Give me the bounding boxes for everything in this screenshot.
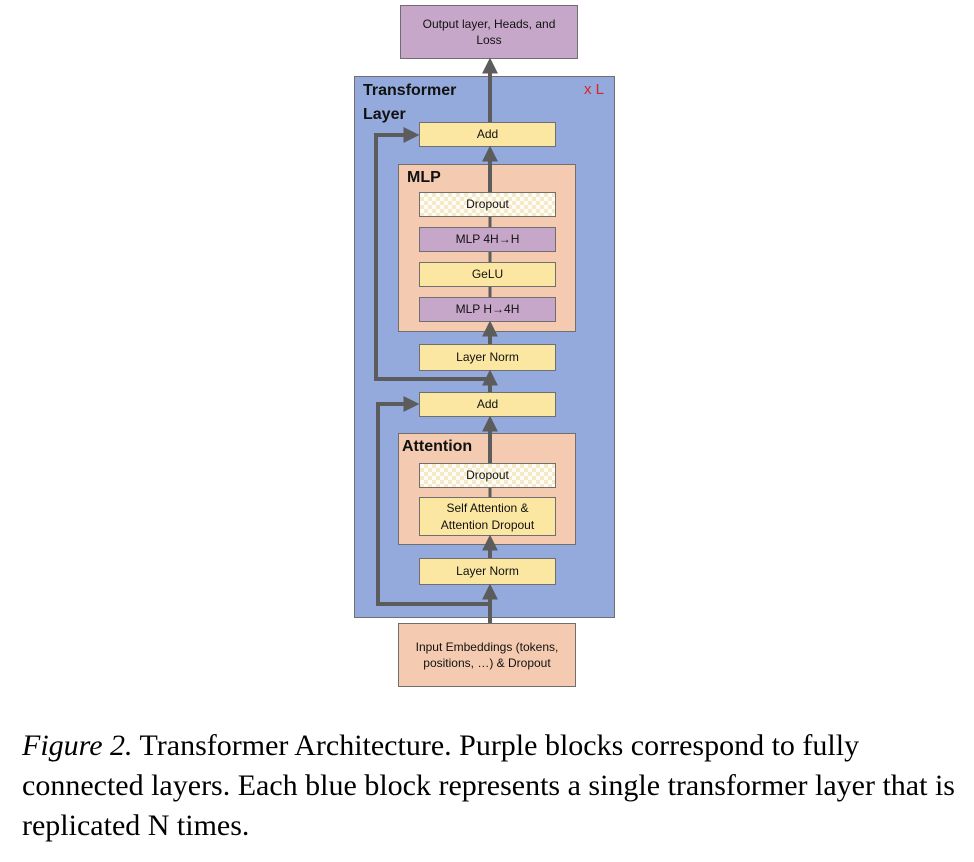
add-top-label: Add [476,127,499,142]
mlp-dropout-label: Dropout [466,197,509,212]
flow-arrows [374,57,498,623]
repeat-label: x L [583,81,604,98]
attention-dropout-block: Dropout [419,463,556,488]
input-embeddings-block: Input Embeddings (tokens, positions, …) … [398,623,576,687]
attention-title: Attention [402,438,473,455]
gelu-label: GeLU [471,267,504,282]
layer-norm-bottom-label: Layer Norm [456,564,519,579]
arrow-residual-mlp [374,127,490,381]
mlp-4h-to-h-label: MLP 4H→H [455,232,520,247]
mlp-h-to-4h-block: MLP H→4H [419,297,556,322]
transformer-architecture-diagram: Output layer, Heads, and Loss Transforme… [354,5,615,687]
output-layer-block: Output layer, Heads, and Loss [400,5,578,59]
arrow-residual-attention [376,396,490,606]
figure-caption: Figure 2. Transformer Architecture. Purp… [22,726,962,846]
mlp-h-to-4h-label: MLP H→4H [455,302,520,317]
caption-text: Transformer Architecture. Purple blocks … [22,729,955,842]
add-bottom-label: Add [476,397,499,412]
add-block-top: Add [419,122,556,147]
mlp-title: MLP [407,169,441,186]
layer-norm-top-label: Layer Norm [456,350,519,365]
self-attention-block: Self Attention & Attention Dropout [419,497,556,536]
gelu-block: GeLU [419,262,556,287]
attention-dropout-label: Dropout [466,468,509,483]
layer-norm-bottom-block: Layer Norm [419,558,556,585]
mlp-4h-to-h-block: MLP 4H→H [419,227,556,252]
self-attention-label: Self Attention & Attention Dropout [440,501,535,532]
figure-label: Figure 2. [22,729,133,762]
transformer-layer-title: Transformer Layer [363,82,457,123]
mlp-dropout-block: Dropout [419,192,556,217]
input-embeddings-label: Input Embeddings (tokens, positions, …) … [415,639,559,670]
output-layer-label: Output layer, Heads, and Loss [422,16,556,47]
